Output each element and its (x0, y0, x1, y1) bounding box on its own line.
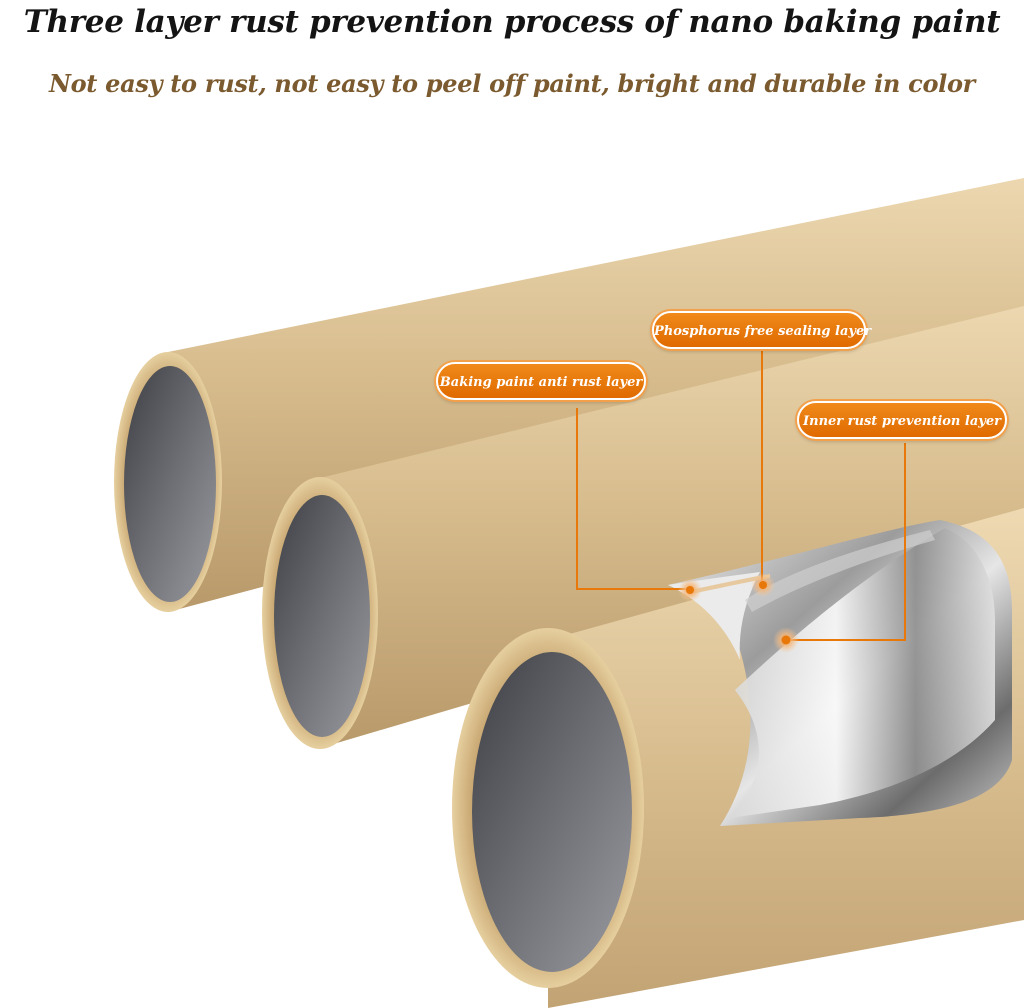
callout-inner-rust-prevention-layer: Inner rust prevention layer (797, 401, 1007, 439)
page-title: Three layer rust prevention process of n… (23, 4, 1001, 40)
layer-markers (678, 573, 799, 653)
callout-baking-paint-anti-rust-layer: Baking paint anti rust layer (436, 362, 646, 400)
callout-phosphorus-free-sealing-layer: Phosphorus free sealing layer (652, 311, 871, 349)
leader-inner-rust (786, 443, 906, 641)
page-subtitle: Not easy to rust, not easy to peel off p… (48, 69, 976, 98)
leader-lines (576, 351, 906, 641)
leader-baking-paint (576, 408, 690, 590)
